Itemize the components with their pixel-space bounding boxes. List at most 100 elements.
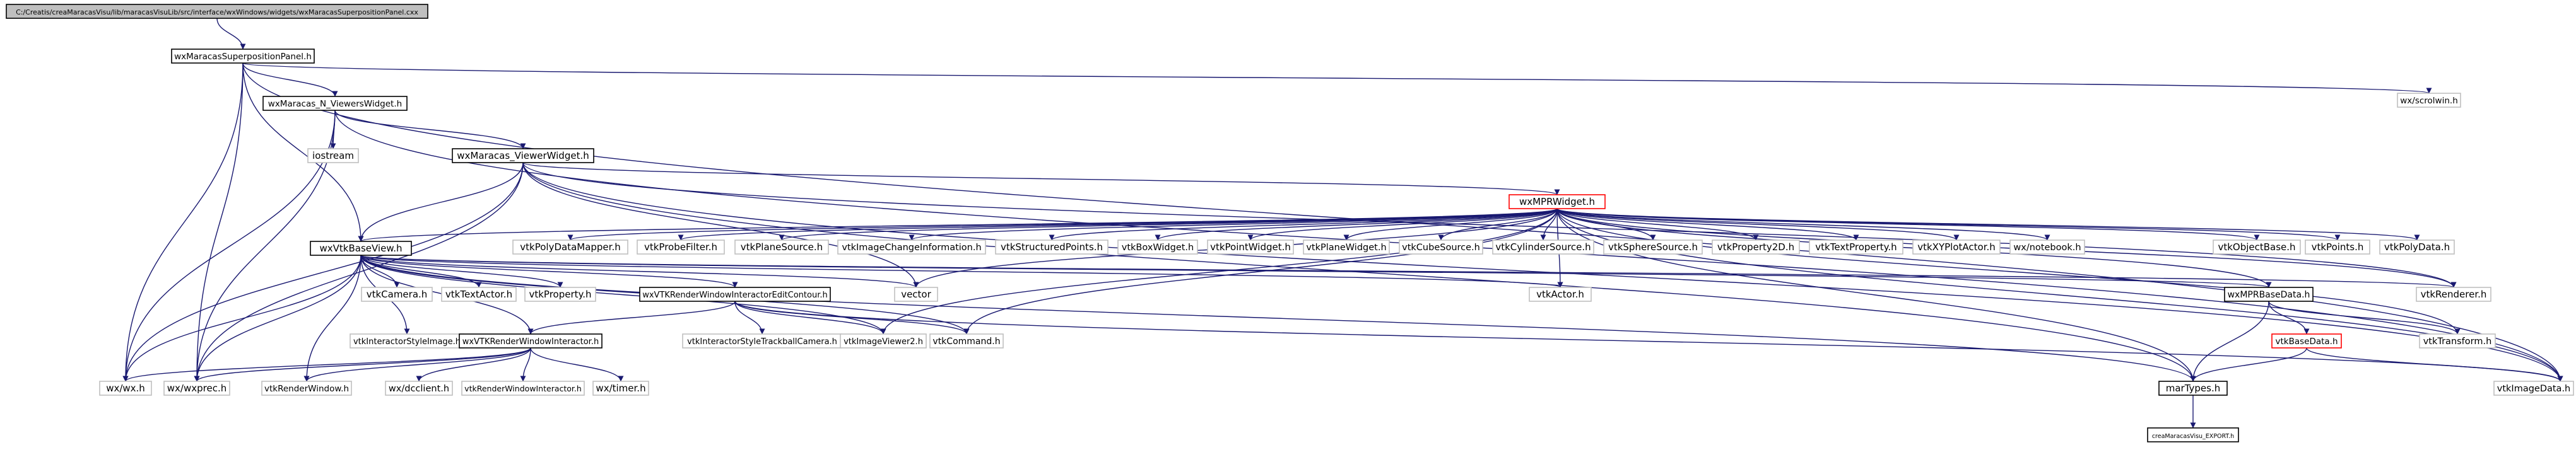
node-box-pointW — [1207, 239, 1294, 255]
edge-vtkBase-to-property — [360, 255, 563, 288]
node-polyMapper: vtkPolyDataMapper.h — [512, 239, 628, 255]
edge-mpr-to-planeSrc — [779, 208, 1558, 241]
node-textProp: vtkTextProperty.h — [1809, 239, 1903, 255]
edge-rwiEdit-to-command — [734, 301, 970, 335]
edge-supPanel-to-wxprec — [194, 62, 244, 382]
node-sphereSrc: vtkSphereSource.h — [1603, 239, 1703, 255]
node-mpr[interactable]: wxMPRWidget.h — [1509, 194, 1606, 209]
dependency-edges — [122, 18, 2563, 429]
node-label-structPts: vtkStructuredPoints.h — [1001, 241, 1103, 253]
node-label-prop2d: vtkProperty2D.h — [1717, 241, 1794, 253]
node-points: vtkPoints.h — [2305, 239, 2370, 255]
edge-supPanel-to-nViewers — [242, 62, 338, 97]
node-label-root: C:/Creatis/creaMaracasVisu/lib/maracasVi… — [16, 8, 418, 16]
node-rwiVtk: vtkRenderWindowInteractor.h — [461, 381, 585, 396]
edge-rwi-to-rwiVtk — [520, 347, 531, 382]
node-box-dcclient — [385, 381, 453, 396]
node-label-timer: wx/timer.h — [596, 383, 645, 394]
node-label-cylSrc: vtkCylinderSource.h — [1495, 241, 1591, 253]
node-iostream: iostream — [307, 148, 359, 163]
node-box-command — [929, 333, 1004, 349]
node-label-renderWin: vtkRenderWindow.h — [264, 384, 349, 394]
edge-mpr-to-objBase — [1556, 208, 2260, 241]
edge-viewerW-to-vtkBase — [358, 162, 524, 242]
edge-rwi-to-dcclient — [416, 347, 531, 382]
node-box-planeSrc — [734, 239, 829, 255]
node-vtkBase[interactable]: wxVtkBaseView.h — [310, 241, 412, 256]
node-label-baseData: vtkBaseData.h — [2275, 337, 2338, 347]
node-box-export — [2147, 427, 2239, 442]
edge-root-to-supPanel — [216, 18, 246, 50]
node-label-textActor: vtkTextActor.h — [445, 289, 512, 300]
edge-mpr-to-imgViewer2 — [880, 208, 1558, 335]
edge-rwi-to-timer — [530, 347, 624, 382]
edge-mpr-to-command — [963, 208, 1558, 335]
node-box-mpr — [1509, 194, 1606, 209]
node-box-nViewers — [262, 96, 408, 111]
edge-baseData-to-imageData — [2306, 347, 2563, 382]
node-label-planeW: vtkPlaneWidget.h — [1306, 243, 1386, 253]
node-label-rwiVtk: vtkRenderWindowInteractor.h — [464, 384, 582, 393]
node-label-mpr: wxMPRWidget.h — [1519, 196, 1595, 207]
node-box-timer — [592, 381, 649, 396]
edge-viewerW-to-wxprec — [194, 162, 524, 382]
node-wxprec: wx/wxprec.h — [163, 381, 230, 396]
node-dcclient: wx/dcclient.h — [385, 381, 453, 396]
node-box-supPanel — [171, 49, 315, 64]
node-interStyleImg: vtkInteractorStyleImage.h — [350, 333, 464, 349]
node-probe: vtkProbeFilter.h — [637, 239, 725, 255]
node-box-polyData — [2379, 239, 2455, 255]
node-label-mprBase: wxMPRBaseData.h — [2228, 290, 2310, 300]
node-box-cubeSrc — [1399, 239, 1483, 255]
edge-mpr-to-structPts — [1049, 208, 1558, 241]
node-label-imageData: vtkImageData.h — [2497, 384, 2571, 394]
edge-rwi-to-wxh — [122, 347, 531, 382]
node-label-property: vtkProperty.h — [529, 289, 591, 300]
node-baseData[interactable]: vtkBaseData.h — [2271, 333, 2342, 349]
node-label-supPanel: wxMaracasSuperpositionPanel.h — [174, 52, 312, 62]
node-supPanel[interactable]: wxMaracasSuperpositionPanel.h — [171, 49, 315, 64]
node-rwiEdit[interactable]: wxVTKRenderWindowInteractorEditContour.h — [639, 287, 831, 302]
edge-mpr-to-textProp — [1556, 208, 1859, 241]
edge-mpr-to-planeW — [1343, 208, 1558, 241]
node-label-probe: vtkProbeFilter.h — [644, 241, 717, 253]
node-box-polyMapper — [512, 239, 628, 255]
node-wxh: wx/wx.h — [99, 381, 152, 396]
node-label-imgViewer2: vtkImageViewer2.h — [844, 337, 923, 347]
node-marTypes[interactable]: marTypes.h — [2158, 381, 2228, 396]
node-label-objBase: vtkObjectBase.h — [2218, 241, 2295, 253]
node-export[interactable]: creaMaracasVisu_EXPORT.h — [2147, 427, 2239, 442]
node-label-points: vtkPoints.h — [2312, 241, 2364, 253]
edge-rwiEdit-to-imgViewer2 — [734, 301, 886, 335]
node-pointW: vtkPointWidget.h — [1207, 239, 1294, 255]
node-label-polyData: vtkPolyData.h — [2384, 241, 2450, 253]
node-label-scrolwin: wx/scrolwin.h — [2400, 96, 2458, 106]
node-box-objBase — [2213, 239, 2301, 255]
node-box-property — [524, 287, 596, 302]
node-box-scrolwin — [2397, 93, 2461, 108]
node-viewerW[interactable]: wxMaracas_ViewerWidget.h — [452, 148, 594, 163]
node-root[interactable]: C:/Creatis/creaMaracasVisu/lib/maracasVi… — [6, 4, 428, 19]
node-mprBase[interactable]: wxMPRBaseData.h — [2224, 287, 2314, 302]
node-label-viewerW: wxMaracas_ViewerWidget.h — [457, 150, 589, 162]
node-label-sphereSrc: vtkSphereSource.h — [1608, 241, 1698, 253]
node-label-notebook: wx/notebook.h — [2013, 243, 2081, 253]
edge-vtkBase-to-renderer — [360, 255, 2456, 288]
node-label-vtkBase: wxVtkBaseView.h — [320, 243, 403, 254]
edge-viewerW-to-renderer — [522, 162, 2457, 288]
node-imgViewer2: vtkImageViewer2.h — [840, 333, 927, 349]
node-label-interStyleImg: vtkInteractorStyleImage.h — [353, 337, 461, 347]
edge-mprBase-to-marTypes — [2190, 301, 2269, 382]
node-box-rwi — [459, 333, 603, 349]
edge-vtkBase-to-renderWin — [303, 255, 362, 382]
node-box-imgChange — [837, 239, 986, 255]
node-rwi[interactable]: wxVTKRenderWindowInteractor.h — [459, 333, 603, 349]
edge-nViewers-to-wxh — [122, 110, 336, 382]
node-label-wxh: wx/wx.h — [106, 383, 145, 394]
node-box-root — [6, 4, 428, 19]
node-box-prop2d — [1712, 239, 1800, 255]
edge-rwiEdit-to-rwi — [527, 301, 736, 335]
node-polyData: vtkPolyData.h — [2379, 239, 2455, 255]
node-nViewers[interactable]: wxMaracas_N_ViewersWidget.h — [262, 96, 408, 111]
